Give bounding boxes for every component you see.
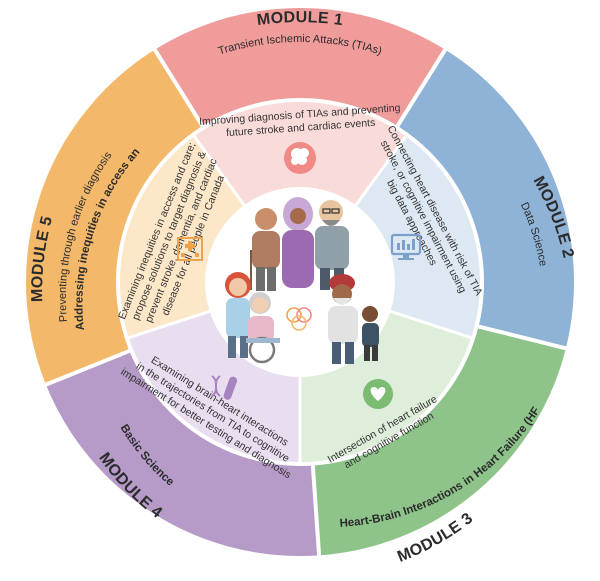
- person-man-glasses: [315, 200, 349, 290]
- dna-test-tube-icon: [211, 375, 238, 400]
- module-4-inner-band: [126, 310, 300, 464]
- diverse-people-group: [225, 197, 379, 364]
- segment-dividers: [126, 133, 474, 464]
- segment-divider-line: [126, 309, 213, 340]
- heart-icon: [363, 379, 393, 409]
- monitor-chart-icon: [390, 233, 422, 260]
- segment-divider-line: [387, 309, 474, 340]
- person-woman-hijab: [282, 197, 314, 288]
- person-elderly-man: [250, 208, 280, 291]
- hospital-icon: [177, 237, 203, 261]
- person-woman-red-hair: [225, 272, 251, 358]
- person-man-turban: [328, 274, 358, 364]
- venn-circles-icon: [286, 307, 312, 331]
- person-child: [362, 306, 379, 361]
- module-5-inner-band: [117, 134, 246, 339]
- module-1-title: MODULE 1: [256, 9, 344, 29]
- segment-divider-line: [191, 133, 248, 209]
- center-hub: [205, 187, 395, 377]
- module-2-inner-band: [354, 134, 482, 339]
- segment-divider-line: [352, 133, 409, 209]
- inner-ring: [116, 98, 484, 466]
- brain-head-icon: [284, 142, 316, 174]
- person-woman-wheelchair: [246, 292, 280, 364]
